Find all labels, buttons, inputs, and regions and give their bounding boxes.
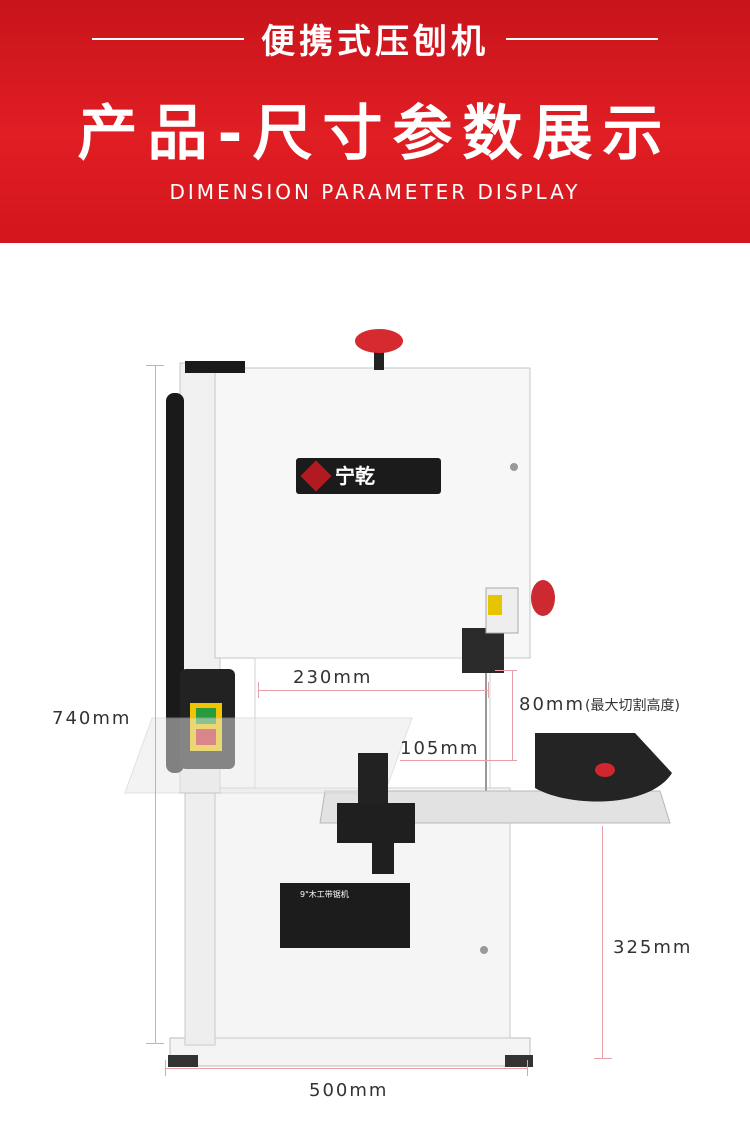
screw <box>510 463 518 471</box>
upper-wheel-cover <box>214 367 531 659</box>
brand-logo-mark <box>300 460 332 492</box>
brand-badge <box>296 458 441 494</box>
dim-line-throat <box>258 690 488 691</box>
foot-left <box>168 1055 198 1067</box>
header-left-rule <box>92 38 244 40</box>
saw-blade <box>485 673 487 813</box>
dim-label-table-depth: 105mm <box>400 738 480 759</box>
header-subtitle: 便携式压刨机 <box>261 22 489 62</box>
dim-line-table-height <box>602 826 603 1058</box>
miter-knob <box>595 763 615 777</box>
top-handle <box>185 361 245 373</box>
dim-line-table-depth <box>400 760 500 761</box>
cut-height-value: 80mm <box>519 694 585 715</box>
fence-handle <box>372 838 394 874</box>
blade-guard <box>462 628 504 673</box>
dim-label-throat: 230mm <box>293 667 373 688</box>
header-right-rule <box>506 38 658 40</box>
dim-label-height: 740mm <box>52 708 132 729</box>
cut-height-note: (最大切割高度) <box>584 698 680 714</box>
screw <box>480 946 488 954</box>
dim-tick <box>495 760 517 761</box>
dim-tick <box>258 682 259 698</box>
dim-tick <box>146 1043 164 1044</box>
warning-label <box>488 595 502 615</box>
english-title: DIMENSION PARAMETER DISPLAY <box>169 180 581 204</box>
fence-clamp <box>337 803 415 843</box>
dim-tick <box>146 365 164 366</box>
page-title: 产品-尺寸参数展示 <box>77 99 673 169</box>
nameplate <box>280 883 410 948</box>
tension-rod <box>374 338 384 370</box>
dim-label-base: 500mm <box>309 1080 389 1101</box>
brand-logo-text: 宁乾 <box>335 464 375 488</box>
header-banner: 便携式压刨机 产品-尺寸参数展示 DIMENSION PARAMETER DIS… <box>0 0 750 243</box>
band-saw-illustration: 宁乾 9"木工带锯机 <box>124 329 672 1067</box>
table-top-perspective <box>124 717 413 794</box>
dim-label-table-height: 325mm <box>613 937 693 958</box>
guide-knob <box>531 580 555 616</box>
nameplate-title: 9"木工带锯机 <box>300 889 349 899</box>
base-plate <box>169 1037 531 1067</box>
dim-tick <box>594 1058 612 1059</box>
dim-line-cut-height <box>512 670 513 760</box>
dim-line-base <box>165 1068 527 1069</box>
tension-knob <box>355 329 403 353</box>
dim-tick <box>488 682 489 698</box>
dim-label-cut-height: 80mm(最大切割高度) <box>519 694 680 715</box>
dim-tick <box>495 670 517 671</box>
foot-right <box>505 1055 533 1067</box>
side-rail <box>166 393 184 773</box>
dim-tick <box>527 1060 528 1076</box>
dim-line-height <box>155 365 156 1043</box>
dim-tick <box>165 1060 166 1076</box>
frame-spine-lower <box>184 782 216 1046</box>
